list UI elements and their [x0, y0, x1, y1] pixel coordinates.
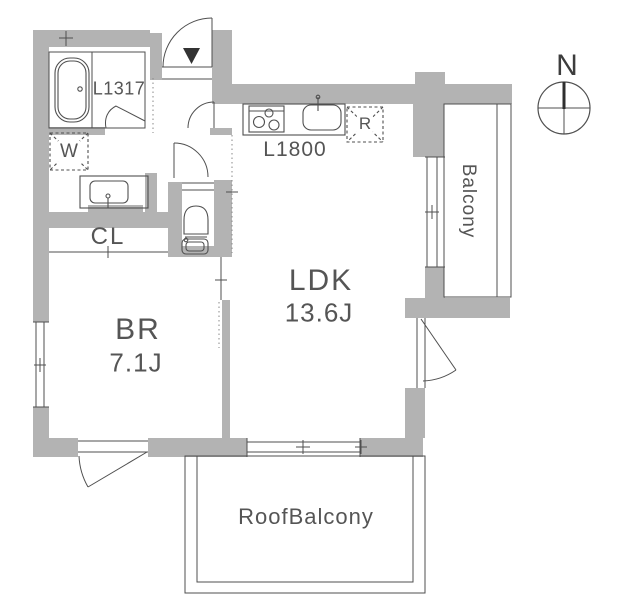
label-bath-size: L1317 — [92, 78, 146, 99]
stove-icon — [248, 105, 285, 133]
roof-balcony-outline — [184, 455, 426, 594]
label-ldk-size: 13.6J — [284, 297, 354, 328]
outlines — [48, 51, 512, 594]
label-roof-balcony: RoofBalcony — [238, 504, 374, 529]
bathtub-icon — [54, 57, 90, 123]
kitchen-sink-icon — [302, 94, 342, 131]
washbasin-icon — [79, 175, 149, 209]
hall-door — [187, 101, 215, 129]
dotted-boundaries — [152, 78, 233, 348]
compass-icon — [537, 81, 591, 135]
label-bedroom: BR — [115, 313, 161, 346]
fixtures — [49, 57, 384, 255]
label-washer: W — [58, 141, 80, 163]
fridge-space-icon — [346, 106, 384, 143]
boundary-lines — [49, 31, 367, 454]
kitchen-counter — [242, 103, 346, 136]
label-ldk: LDK — [288, 264, 354, 297]
bedroom-exterior-door — [78, 440, 148, 488]
balcony-outline — [443, 103, 512, 298]
ldk-side-door — [416, 318, 457, 388]
toilet-door — [173, 142, 214, 191]
balcony-window — [425, 156, 445, 268]
label-closet: CL — [90, 223, 126, 250]
label-kitchen-size: L1800 — [263, 138, 327, 161]
walls — [33, 30, 512, 457]
label-bedroom-size: 7.1J — [109, 347, 163, 378]
bathroom-folding-door — [105, 105, 146, 129]
bedroom-sliding-door — [215, 257, 227, 300]
label-compass-north: N — [556, 49, 578, 82]
entrance-door — [162, 17, 213, 80]
doors — [78, 17, 457, 488]
windows — [33, 156, 445, 457]
label-refrigerator: R — [356, 114, 374, 134]
entrance-arrow-icon — [183, 48, 200, 64]
bathroom-outline — [48, 51, 146, 129]
bedroom-window — [33, 321, 49, 408]
washer-space-icon — [49, 132, 89, 171]
ldk-bottom-window — [246, 438, 361, 457]
toilet-icon — [181, 205, 209, 255]
label-balcony: Balcony — [458, 163, 479, 239]
